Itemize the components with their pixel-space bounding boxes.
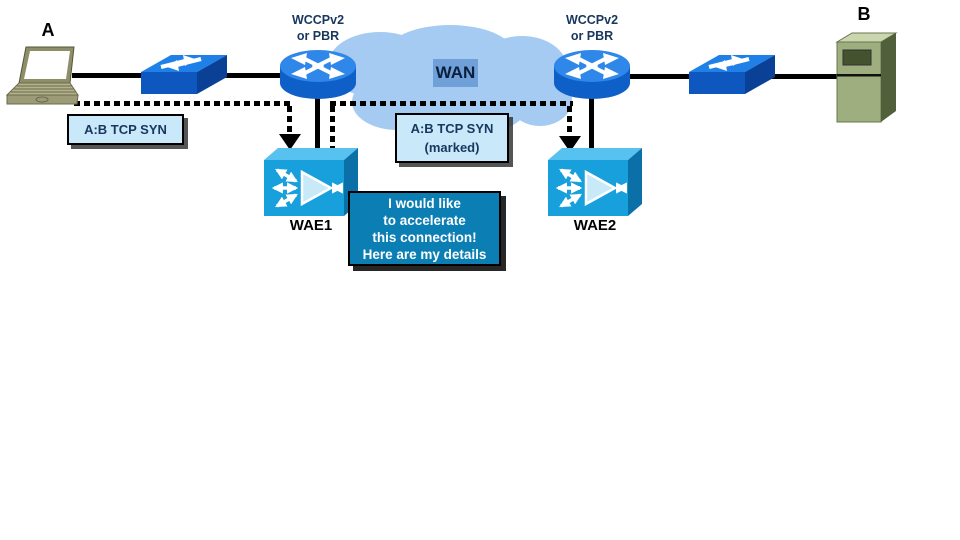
wae1-callout-line3: this connection! [372, 229, 477, 245]
wae1-callout-line2: to accelerate [383, 212, 466, 228]
switch-icon [141, 55, 227, 94]
flow-syn-a-to-router1 [74, 101, 294, 106]
router1-caption-line2: or PBR [296, 29, 340, 43]
link-router2-wae2 [589, 95, 594, 154]
router2-caption-line1: WCCPv2 [565, 13, 619, 27]
arrow-down-icon [279, 134, 301, 150]
router1-caption-line1: WCCPv2 [291, 13, 345, 27]
link-switch2-hostb [771, 74, 841, 79]
router-icon [280, 50, 356, 99]
switch-icon [689, 55, 775, 94]
host-a-label: A [41, 20, 55, 40]
wae1-label: WAE1 [289, 217, 333, 234]
tcp-syn-marked-message-box: A:B TCP SYN (marked) [395, 113, 509, 163]
tcp-syn-message-text: A:B TCP SYN [84, 122, 167, 137]
flow-syn-redirect-wae1 [287, 106, 292, 136]
flow-syn-wae1-reinject [330, 106, 335, 150]
server-icon [835, 32, 898, 123]
wae1-callout-line4: Here are my details [362, 246, 487, 262]
flow-syn-redirect-wae2 [567, 106, 572, 138]
router2-caption-line2: or PBR [570, 29, 614, 43]
router2-caption: WCCPv2 or PBR [542, 12, 642, 44]
wae1-callout-line1: I would like [388, 195, 461, 211]
wae1-callout: I would like to accelerate this connecti… [348, 191, 501, 266]
tcp-syn-message-box: A:B TCP SYN [67, 114, 184, 145]
wae-appliance-icon [264, 148, 358, 216]
tcp-syn-marked-line2: (marked) [424, 140, 480, 155]
tcp-syn-marked-line1: A:B TCP SYN [410, 121, 494, 136]
laptop-icon [6, 46, 79, 105]
link-router2-switch2 [627, 74, 691, 79]
wan-label: WAN [433, 59, 478, 87]
flow-syn-marked-wan [330, 101, 573, 106]
link-hosta-switch1 [72, 73, 145, 78]
router-icon [554, 50, 630, 99]
link-router1-wae1 [315, 94, 320, 152]
host-b-label: B [857, 4, 871, 24]
link-switch1-router1 [224, 73, 284, 78]
wae2-label: WAE2 [573, 217, 617, 234]
router1-caption: WCCPv2 or PBR [268, 12, 368, 44]
wae-appliance-icon [548, 148, 642, 216]
